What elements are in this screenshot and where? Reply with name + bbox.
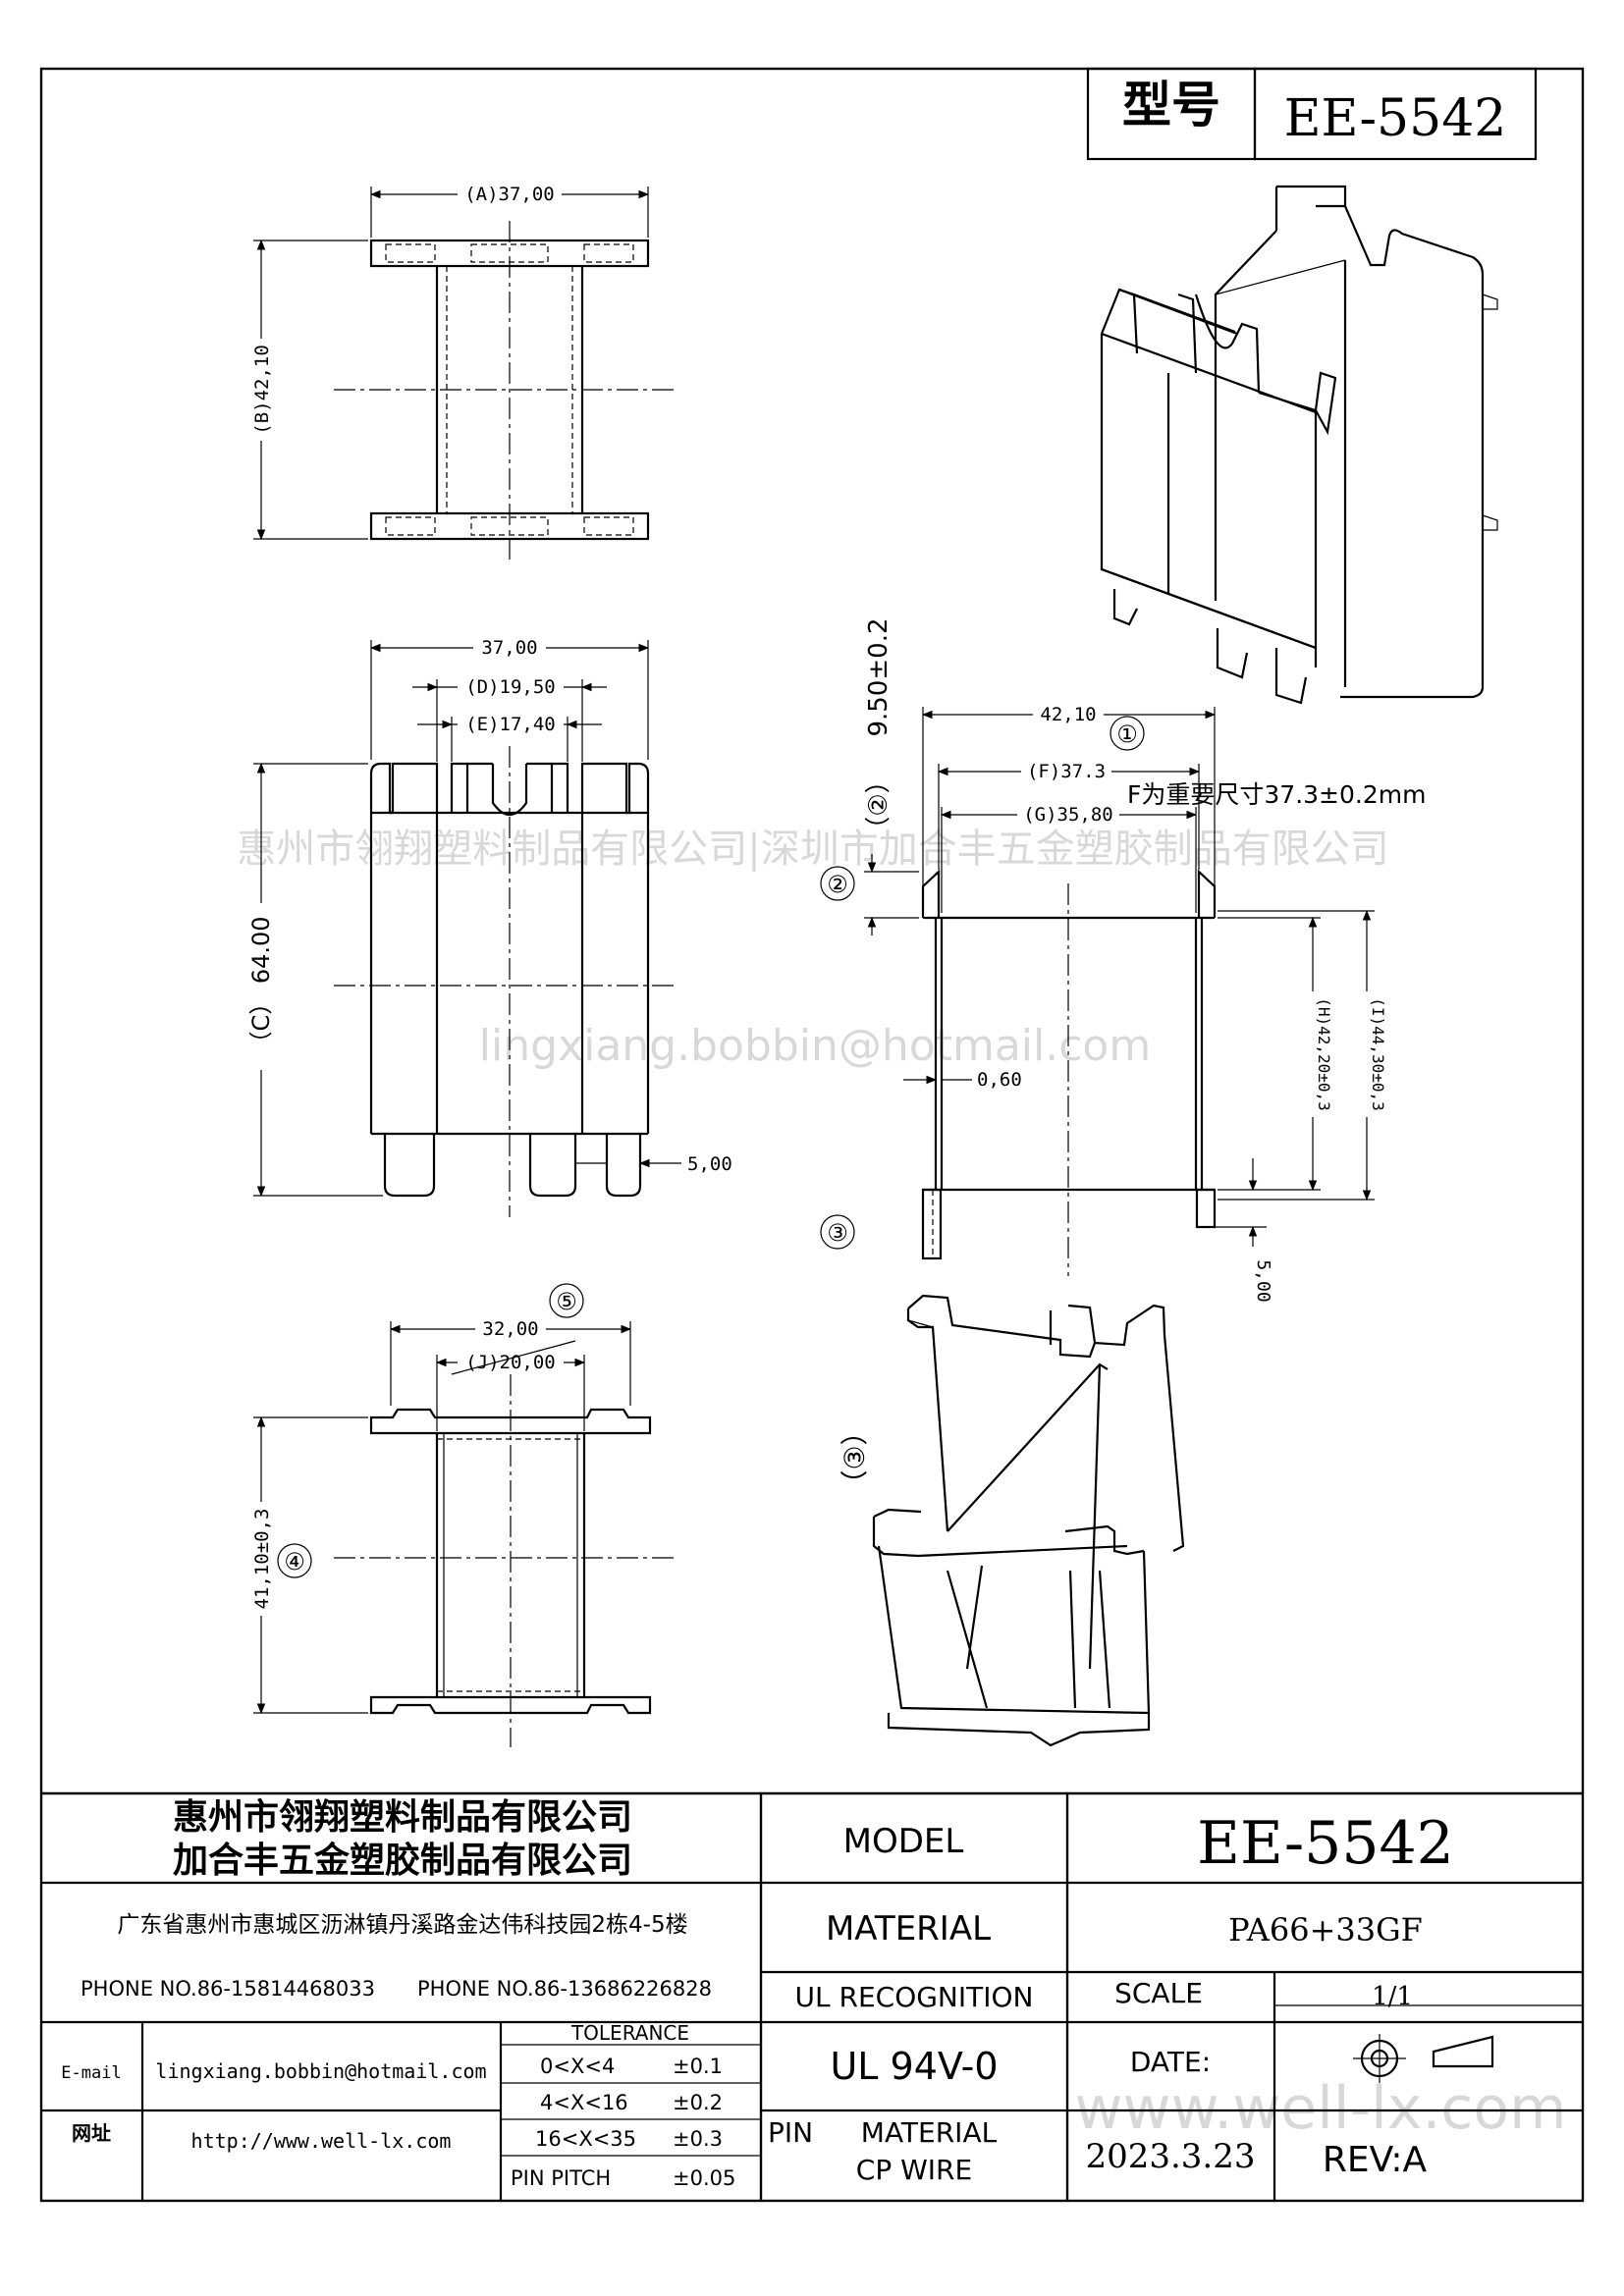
note-F: F为重要尺寸37.3±0.2mm [1127, 780, 1426, 809]
pin-material-label: MATERIAL [861, 2116, 998, 2149]
dim-D: (D)19,50 [465, 676, 556, 698]
watermark-company: 惠州市翎翔塑料制品有限公司|深圳市加合丰五金塑胶制品有限公司 [237, 827, 1388, 872]
dim-F: (F)37.3 [1027, 761, 1106, 782]
tolerance-range-2: 16<X<35 [535, 2127, 636, 2151]
isometric-view-bottom: （③） [839, 1294, 1185, 1747]
dim-bottom-width: 32,00 [482, 1318, 538, 1340]
tolerance-range-1: 4<X<16 [540, 2091, 628, 2114]
web-label: 网址 [72, 2121, 111, 2145]
dim-side-width: 42,10 [1040, 704, 1096, 725]
top-view: (A)37,00 (B)42,10 [250, 183, 677, 560]
header-model-box: 型号 EE-5542 [1086, 67, 1538, 161]
model-label: MODEL [843, 1822, 964, 1861]
email-label: E-mail [61, 2063, 121, 2083]
tolerance-header: TOLERANCE [570, 2021, 689, 2045]
dim-B: (B)42,10 [251, 345, 273, 435]
title-block: 惠州市翎翔塑料制品有限公司 加合丰五金塑胶制品有限公司 广东省惠州市惠城区沥淋镇… [41, 1791, 1583, 2201]
pin-material-value: CP WIRE [856, 2154, 972, 2186]
sheet-border [39, 67, 1585, 2203]
company-name-1: 惠州市翎翔塑料制品有限公司 [173, 1797, 632, 1838]
ul-value: UL 94V-0 [830, 2045, 998, 2088]
date-value: 2023.3.23 [1085, 2137, 1255, 2176]
watermark-email: lingxiang.bobbin@hotmail.com [479, 1021, 1151, 1071]
tolerance-range-3: PIN PITCH [511, 2166, 611, 2190]
callout-1: ① [1116, 721, 1138, 748]
dim-front-pin: 5,00 [687, 1153, 732, 1175]
dim-side-pin: 5,00 [1253, 1259, 1273, 1302]
tolerance-value-1: ±0.2 [673, 2091, 723, 2114]
header-model-label: 型号 [1122, 77, 1220, 133]
tolerance-value-2: ±0.3 [673, 2127, 723, 2151]
web-value: http://www.well-lx.com [191, 2129, 452, 2153]
watermark-website: www.well-lx.com [1074, 2074, 1566, 2143]
scale-value: 1/1 [1372, 1982, 1413, 2011]
dim-E: (E)17,40 [465, 714, 556, 735]
material-value: PA66+33GF [1228, 1911, 1423, 1949]
callout-3: ③ [827, 1219, 848, 1247]
dim-side-height: 9.50±0.2 [864, 617, 893, 736]
front-view: 37,00 (D)19,50 (E)17,40 （C） 64.00 5,00 [245, 636, 732, 1217]
tolerance-value-3: ±0.05 [673, 2166, 735, 2190]
side-view: 42,10 (F)37.3 (G)35,80 F为重要尺寸37.3±0.2mm … [820, 617, 1426, 1303]
model-value: EE-5542 [1197, 1809, 1454, 1878]
dim-H: (H)42,20±0,3 [1315, 997, 1333, 1111]
company-address: 广东省惠州市惠城区沥淋镇丹溪路金达伟科技园2栋4-5楼 [117, 1912, 687, 1938]
callout-2: ② [827, 871, 848, 898]
dim-wall: 0,60 [977, 1069, 1022, 1091]
tolerance-value-0: ±0.1 [673, 2055, 723, 2078]
tolerance-range-0: 0<X<4 [540, 2055, 615, 2078]
ul-label: UL RECOGNITION [795, 1981, 1034, 2013]
dim-bottom-height: 41,10±0,3 [251, 1509, 273, 1610]
callout-iso: （③） [839, 1417, 871, 1497]
callout-5: ⑤ [556, 1288, 577, 1315]
scale-label: SCALE [1114, 1977, 1203, 2009]
dim-side-circle2: （②） [864, 768, 893, 841]
dim-G: (G)35,80 [1023, 804, 1113, 826]
material-label: MATERIAL [826, 1909, 991, 1949]
email-value: lingxiang.bobbin@hotmail.com [155, 2059, 486, 2083]
dim-J: (J)20,00 [465, 1352, 556, 1373]
dim-A: (A)37,00 [464, 184, 555, 205]
bottom-view: 32,00 (J)20,00 41,10±0,3 ⑤ ④ [250, 1283, 677, 1747]
phone-1: PHONE NO.86-15814468033 [81, 1977, 375, 2001]
dim-C: （C） 64.00 [247, 916, 275, 1054]
date-label: DATE: [1130, 2046, 1211, 2078]
header-model-value: EE-5542 [1284, 89, 1507, 148]
isometric-view-top [1100, 185, 1498, 705]
dim-I: (I)44,30±0,3 [1369, 997, 1387, 1111]
callout-4: ④ [284, 1548, 305, 1575]
projection-symbol [1353, 2034, 1494, 2083]
phone-2: PHONE NO.86-13686226828 [417, 1977, 712, 2001]
pin-label: PIN [768, 2116, 813, 2149]
dim-front-width: 37,00 [481, 637, 537, 659]
company-name-2: 加合丰五金塑胶制品有限公司 [173, 1840, 632, 1881]
rev-label: REV:A [1323, 2140, 1428, 2180]
